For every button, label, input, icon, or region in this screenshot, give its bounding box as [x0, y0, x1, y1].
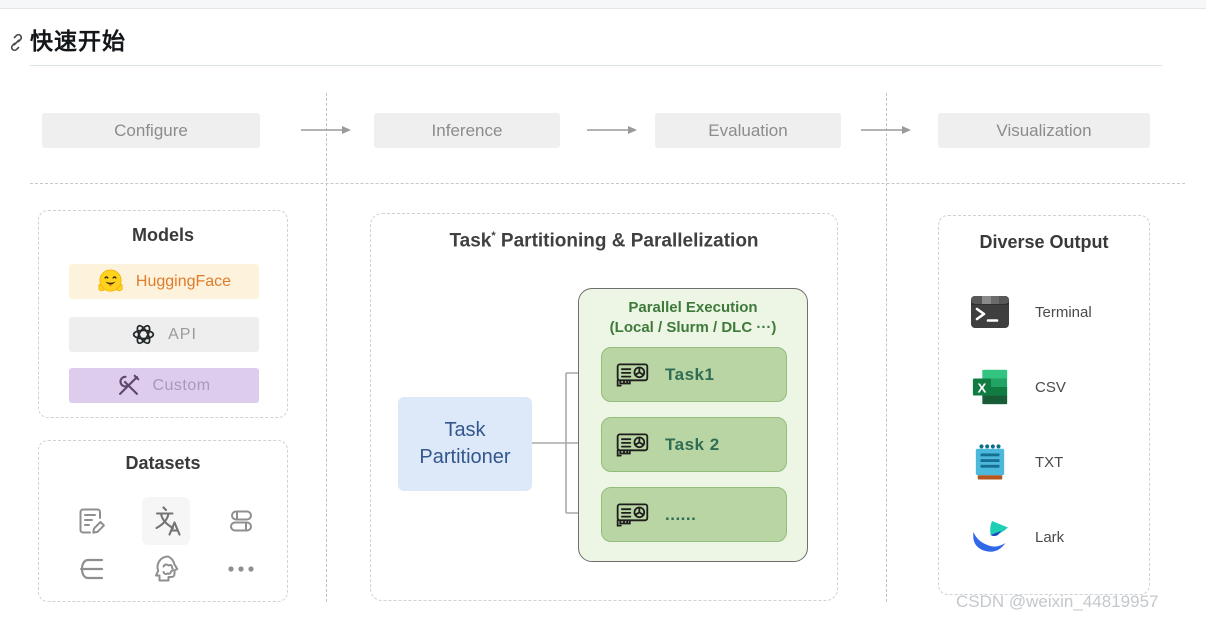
- stage-label: Configure: [114, 120, 188, 140]
- gpu-icon: [616, 363, 649, 386]
- excel-icon: X: [972, 369, 1008, 405]
- lark-icon: [973, 521, 1008, 552]
- pipeline-title-star: *: [491, 230, 496, 242]
- title-divider: [30, 65, 1162, 66]
- terminal-icon: [971, 296, 1009, 328]
- gpu-icon: [616, 433, 649, 456]
- dashed-separator-left: [326, 93, 327, 602]
- output-label: Terminal: [1035, 303, 1092, 321]
- models-panel: Models HuggingFace API: [38, 210, 288, 418]
- page-title: 快速开始: [30, 28, 126, 54]
- dataset-cell: [217, 497, 265, 545]
- output-label: Lark: [1035, 528, 1065, 546]
- model-item-label: HuggingFace: [135, 272, 232, 290]
- output-item-txt: TXT: [969, 440, 1139, 484]
- partitioner-line2: Partitioner: [419, 446, 511, 468]
- parallel-title-line1: Parallel Execution: [628, 299, 758, 316]
- model-item-huggingface: HuggingFace: [69, 264, 259, 299]
- dataset-cell: [217, 545, 265, 593]
- pipeline-title-rest: Partitioning & Parallelization: [495, 230, 759, 252]
- dataset-cell: [142, 497, 190, 545]
- datasets-panel: Datasets: [38, 440, 288, 602]
- model-item-api: API: [69, 317, 259, 352]
- parallel-execution-title: Parallel Execution (Local / Slurm / DLC …: [579, 298, 807, 339]
- outline-list-icon: [80, 558, 104, 580]
- link-icon[interactable]: [7, 33, 26, 52]
- stage-label: Inference: [431, 120, 503, 140]
- stage-configure: Configure: [42, 113, 260, 148]
- openai-icon: [132, 324, 155, 345]
- pipeline-title: Task* Partitioning & Parallelization: [371, 230, 837, 252]
- psychology-icon: [155, 555, 179, 582]
- task-box-more: ......: [601, 487, 787, 542]
- stage-inference: Inference: [374, 113, 560, 148]
- arrow-right-icon: [301, 126, 351, 134]
- tools-icon: [119, 374, 140, 395]
- model-item-custom: Custom: [69, 368, 259, 403]
- dataset-cell: [67, 545, 115, 593]
- output-label: TXT: [1035, 453, 1064, 471]
- model-item-label: Custom: [152, 376, 211, 394]
- model-item-label: API: [168, 325, 197, 343]
- books-icon: [230, 510, 252, 532]
- stage-visualization: Visualization: [938, 113, 1150, 148]
- task-box-1: Task1: [601, 347, 787, 402]
- gpu-icon: [616, 503, 649, 526]
- more-icon: [228, 566, 254, 572]
- svg-text:X: X: [977, 381, 986, 396]
- output-item-csv: X CSV: [969, 365, 1139, 409]
- output-panel: Diverse Output Terminal: [938, 215, 1150, 595]
- partitioner-line1: Task: [444, 419, 486, 441]
- datasets-title: Datasets: [125, 453, 201, 473]
- output-title: Diverse Output: [979, 232, 1109, 252]
- translate-icon: [155, 506, 181, 536]
- notepad-icon: [975, 444, 1005, 480]
- task-box-2: Task 2: [601, 417, 787, 472]
- models-title: Models: [131, 225, 194, 245]
- output-item-lark: Lark: [969, 515, 1139, 559]
- huggingface-icon: [98, 269, 123, 292]
- output-label: CSV: [1035, 378, 1066, 396]
- dataset-cell: [67, 497, 115, 545]
- stage-label: Evaluation: [708, 120, 788, 140]
- task-label: ......: [665, 504, 697, 524]
- exam-edit-icon: [79, 508, 105, 534]
- parallel-title-line2: (Local / Slurm / DLC ···): [609, 319, 777, 337]
- dashed-separator-right: [886, 93, 887, 602]
- watermark: CSDN @weixin_44819957: [956, 592, 1159, 611]
- top-bar: [0, 0, 1206, 9]
- task-partitioner-box: Task Partitioner: [398, 397, 532, 491]
- dataset-cell: [142, 545, 190, 593]
- stage-evaluation: Evaluation: [655, 113, 841, 148]
- stage-label: Visualization: [996, 120, 1092, 140]
- output-item-terminal: Terminal: [969, 290, 1139, 334]
- parallel-execution-box: Parallel Execution (Local / Slurm / DLC …: [578, 288, 808, 562]
- task-label: Task1: [665, 364, 715, 384]
- arrow-right-icon: [861, 126, 911, 134]
- arrow-right-icon: [587, 126, 637, 134]
- pipeline-title-task: Task: [449, 230, 492, 252]
- dashed-separator-horizontal: [30, 183, 1185, 184]
- task-label: Task 2: [665, 434, 720, 454]
